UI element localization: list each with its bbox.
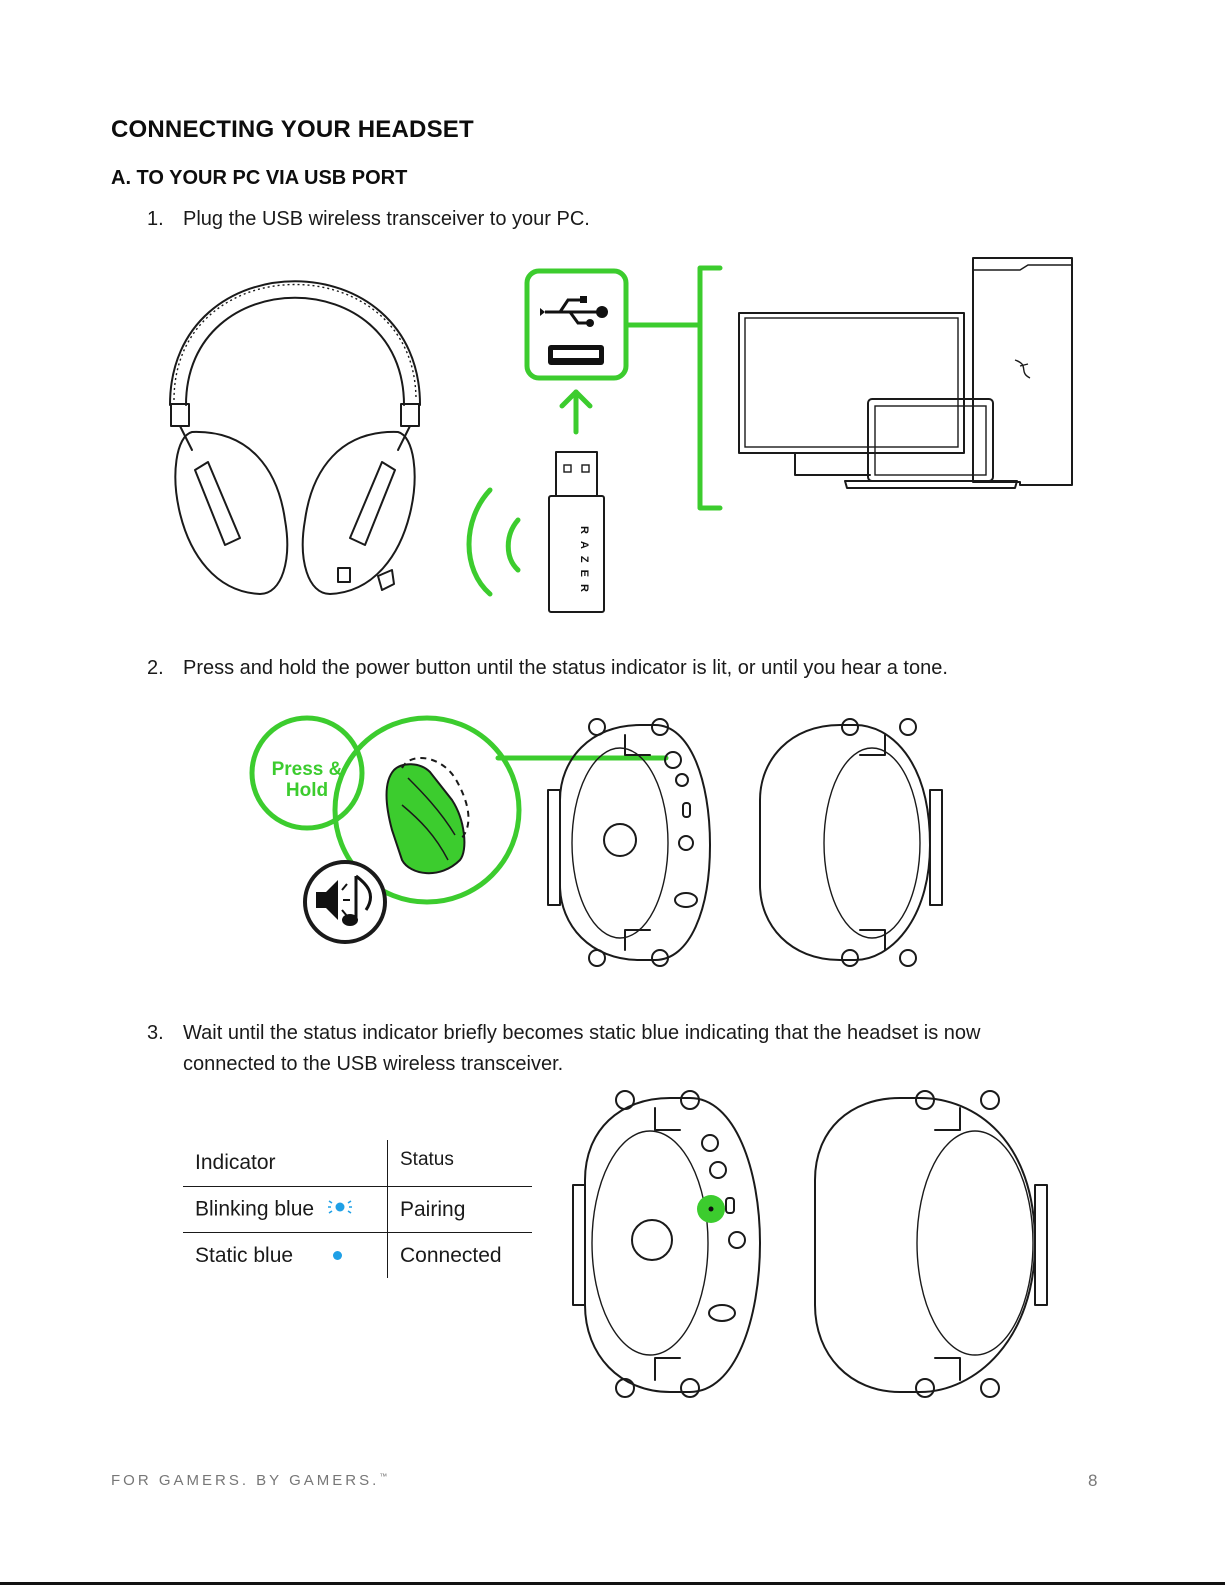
header-status: Status	[388, 1140, 533, 1187]
step-3: 3. Wait until the status indicator brief…	[147, 1018, 1147, 1082]
dongle-brand-label: RAZER	[578, 526, 590, 599]
press-hold-line2: Hold	[286, 780, 328, 801]
press-hold-badge	[249, 715, 365, 831]
step-text: Press and hold the power button until th…	[183, 657, 948, 679]
status-cell: Connected	[387, 1232, 532, 1278]
monitor-illustration	[738, 312, 965, 476]
laptop-illustration	[844, 398, 1018, 489]
wireless-signal-icon	[466, 487, 521, 597]
status-cell: Pairing	[387, 1186, 532, 1233]
status-indicator-table: Indicator Status Blinking blue Pairing S…	[183, 1140, 532, 1278]
figure-status-indicator	[572, 1090, 1048, 1398]
figure-usb-connection: RAZER	[169, 257, 1073, 613]
step-text-line-1: Wait until the status indicator briefly …	[183, 1022, 981, 1044]
headset-side-illustration	[547, 718, 943, 967]
table-row: Blinking blue Pairing	[183, 1186, 532, 1233]
indicator-label: Static blue	[195, 1243, 294, 1267]
step-number: 1.	[147, 208, 164, 230]
indicator-cell: Static blue	[183, 1232, 388, 1278]
step-text: Wait until the status indicator briefly …	[183, 1018, 980, 1080]
indicator-cell: Blinking blue	[183, 1186, 388, 1233]
headset-front-illustration	[169, 280, 421, 595]
step-2: 2. Press and hold the power button until…	[147, 657, 1147, 687]
usb-port-icon	[524, 268, 629, 381]
footer-tagline: FOR GAMERS. BY GAMERS.™	[111, 1472, 387, 1489]
press-hold-line1: Press &	[272, 759, 343, 780]
step-1: 1. Plug the USB wireless transceiver to …	[147, 208, 1147, 238]
table-header-row: Indicator Status	[183, 1140, 532, 1187]
indicator-label: Blinking blue	[195, 1197, 315, 1221]
page-number: 8	[1088, 1471, 1098, 1490]
desktop-tower-illustration	[972, 257, 1073, 486]
header-status-label: Status	[400, 1149, 454, 1170]
page-bottom-rule	[0, 1582, 1225, 1585]
usb-dongle-illustration	[548, 451, 605, 613]
step-text-line-2: connected to the USB wireless transceive…	[183, 1053, 564, 1075]
footer-tagline-text: FOR GAMERS. BY GAMERS.	[111, 1472, 380, 1489]
speaker-tone-icon	[303, 860, 387, 944]
table-row: Static blue Connected	[183, 1232, 532, 1278]
step-number: 2.	[147, 657, 164, 679]
insert-arrow-icon	[559, 389, 593, 435]
header-indicator: Indicator	[183, 1140, 388, 1187]
static-led-icon	[332, 1251, 342, 1261]
figure-power-button: Press & Hold	[249, 715, 943, 967]
connection-bracket	[623, 265, 723, 511]
step-number: 3.	[147, 1022, 164, 1044]
power-button-zoom	[332, 715, 669, 905]
step-text: Plug the USB wireless transceiver to you…	[183, 208, 590, 230]
trademark-symbol: ™	[379, 1472, 388, 1481]
section-subtitle: A. TO YOUR PC VIA USB PORT	[111, 167, 408, 189]
headset-side-illustration	[572, 1090, 1048, 1398]
page-title: CONNECTING YOUR HEADSET	[111, 116, 474, 143]
blinking-led-icon	[326, 1197, 354, 1223]
